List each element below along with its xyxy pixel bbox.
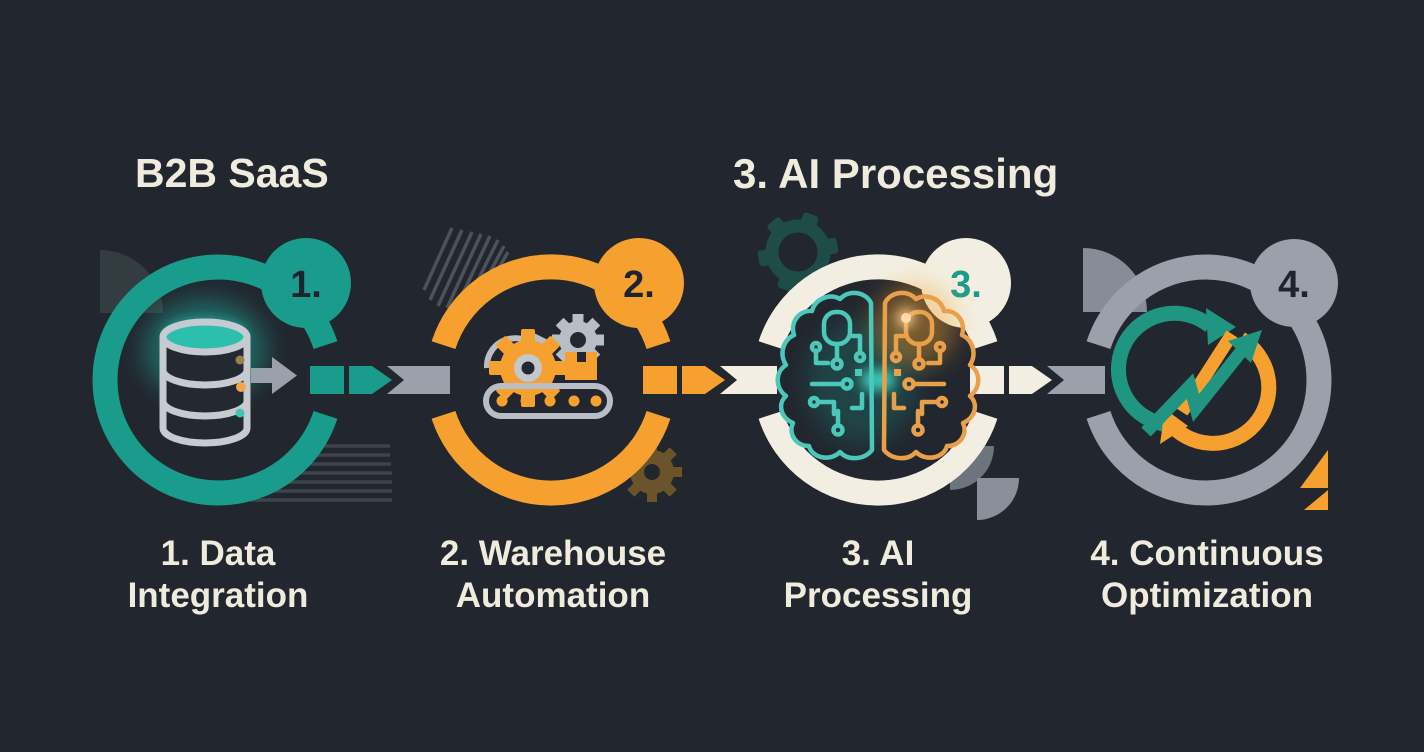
connector-bar (720, 366, 777, 394)
connector-stub (643, 366, 677, 394)
teal-trend-arrow (1141, 343, 1250, 437)
step-ring (92, 254, 338, 506)
step-number: 2. (623, 264, 655, 306)
step-1-label-line1: 1. Data (161, 534, 276, 573)
step-ring (758, 410, 998, 506)
connector-bar (1047, 366, 1105, 394)
decor-teal-gear-step3 (757, 212, 839, 292)
connector-bar (387, 366, 450, 394)
cycle-arrows-icon (1111, 305, 1277, 451)
connector-stub (310, 366, 344, 394)
step-2-label-line2: Automation (456, 576, 650, 615)
teal-cycle-arc (1111, 305, 1215, 433)
step-ring (431, 410, 671, 506)
step-number: 4. (1278, 264, 1310, 306)
warehouse-automation-icon (483, 314, 613, 419)
step-4-label-line1: 4. Continuous (1090, 534, 1323, 573)
step-1-node: 1. (92, 238, 351, 506)
big-gear-icon (489, 329, 567, 407)
step-labels: 1. Data Integration 2. Warehouse Automat… (128, 534, 1324, 615)
step-3-label-line1: 3. AI (842, 534, 915, 573)
database-icon (159, 318, 297, 447)
step-3-node: 3. (758, 238, 1011, 506)
connector-arrow (682, 366, 725, 394)
header-title: 3. AI Processing (733, 150, 1058, 197)
step-1-label-line2: Integration (128, 576, 309, 615)
step-number-badge (261, 238, 351, 328)
step-number-badge (1250, 239, 1338, 327)
step-2-node: 2. (431, 238, 684, 506)
decor-orange-triangles-step4 (1300, 450, 1328, 510)
ai-brain-icon (778, 283, 979, 458)
header-left: B2B SaaS (135, 150, 329, 196)
step-number: 3. (950, 264, 982, 306)
small-gear-icon (552, 314, 604, 366)
step-2-label-line1: 2. Warehouse (440, 534, 666, 573)
conveyor-belt-icon (483, 383, 613, 419)
connector-arrow (349, 366, 392, 394)
connector-step2-step3 (643, 366, 777, 394)
connector-step1-step2 (310, 366, 450, 394)
connector-arrow (1009, 366, 1052, 394)
step-number-badge (594, 238, 684, 328)
step-4-node: 4. (1086, 239, 1338, 506)
step-number: 1. (290, 264, 322, 306)
export-arrow-icon (251, 357, 297, 394)
step-ring (1086, 254, 1332, 506)
connector-step3-step4 (970, 366, 1105, 394)
orange-cycle-arc (1162, 332, 1277, 451)
package-box-icon (565, 352, 597, 380)
step-4-label-line2: Optimization (1101, 576, 1313, 615)
step-3-label-line2: Processing (784, 576, 973, 615)
